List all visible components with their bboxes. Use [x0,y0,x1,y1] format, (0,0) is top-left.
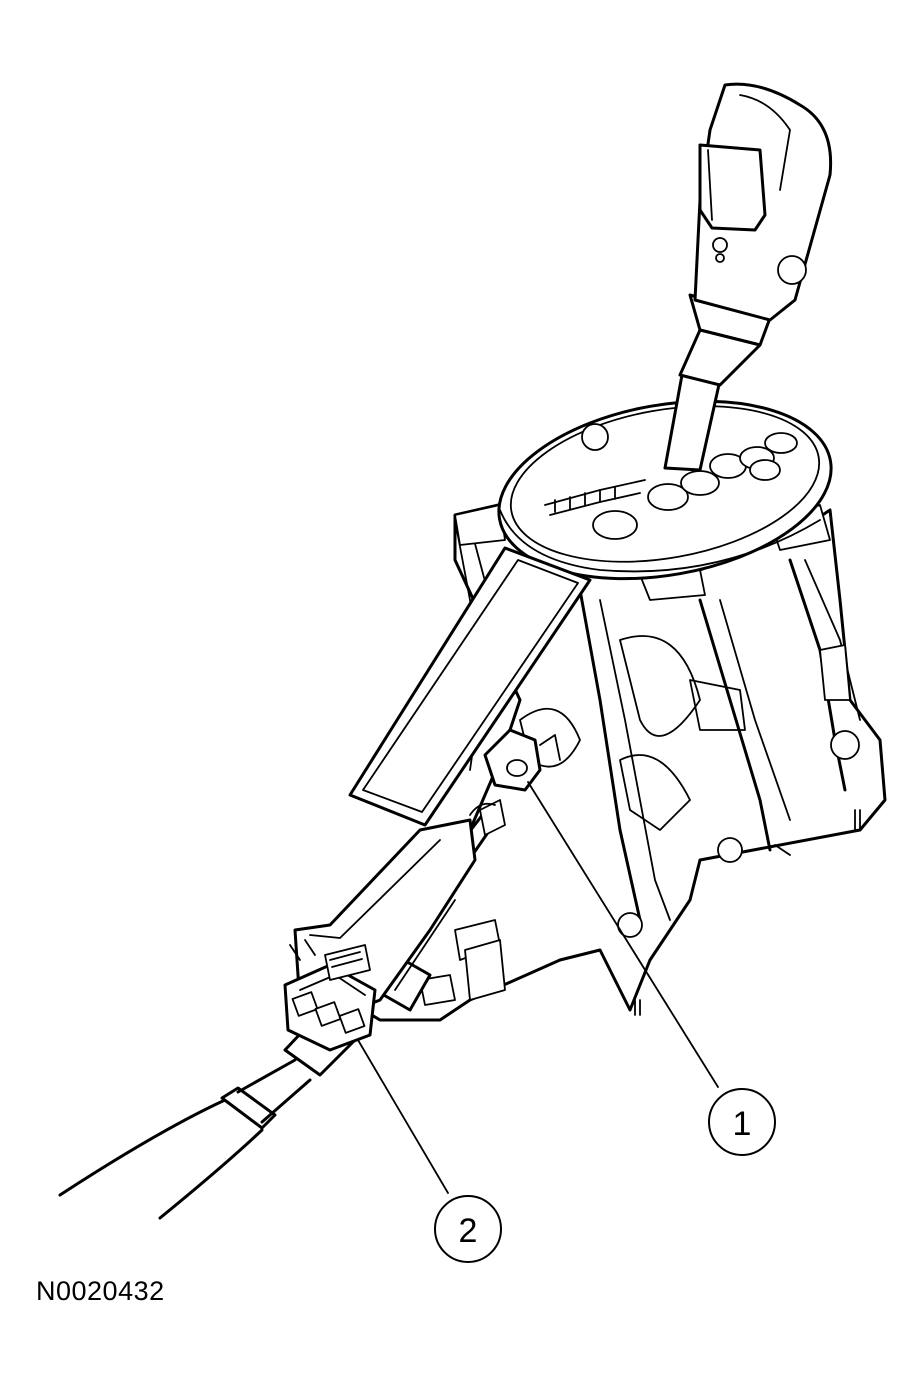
callout-1-label: 1 [733,1105,752,1143]
callout-2: 2 [357,1039,502,1263]
shifter-bezel [497,399,833,581]
shift-button [698,143,767,232]
gear-lever [663,82,833,472]
callout-1-circle [708,1088,776,1156]
callout-1: 1 [527,781,776,1156]
leader-line-1 [527,781,719,1088]
callout-2-label: 2 [459,1212,478,1250]
figure-id-label: N0020432 [36,1276,165,1306]
cover-panel [348,546,592,827]
leader-line-2 [357,1039,449,1194]
detent-row [592,432,798,540]
cable-end-eyelet [469,728,561,836]
cable-bracket [283,818,477,1052]
callout-2-circle [434,1195,502,1263]
